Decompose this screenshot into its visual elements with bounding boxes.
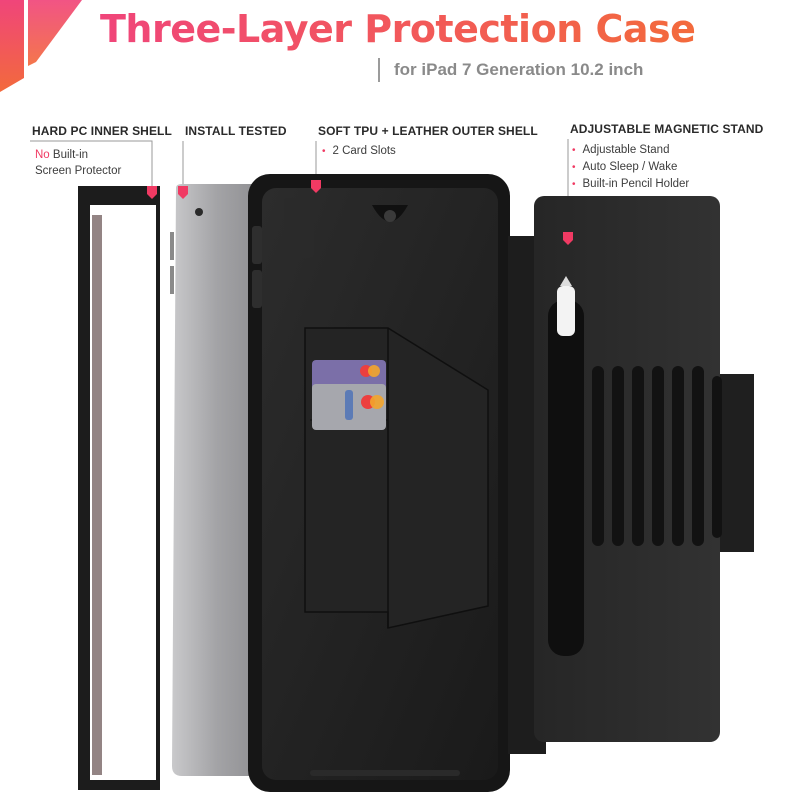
- inner-shell-desc-highlight: No: [35, 149, 50, 161]
- ipad-device: [170, 184, 262, 776]
- inner-shell-frame: [78, 186, 160, 790]
- stand-label: ADJUSTABLE MAGNETIC STAND: [570, 122, 764, 136]
- stand-item: Auto Sleep / Wake: [572, 159, 689, 176]
- page-subtitle: for iPad 7 Generation 10.2 inch: [394, 60, 644, 79]
- stand-items: Adjustable Stand Auto Sleep / Wake Built…: [572, 142, 690, 193]
- outer-case-back: [248, 174, 510, 792]
- stand-item: Built-in Pencil Holder: [572, 176, 690, 193]
- outer-shell-item: 2 Card Slots: [322, 143, 396, 160]
- inner-shell-desc: No Built-in Screen Protector: [35, 147, 121, 179]
- magnetic-stand-cover: [508, 196, 754, 754]
- pin-marker-icon: [147, 186, 157, 199]
- outer-shell-label: SOFT TPU + LEATHER OUTER SHELL: [318, 124, 538, 138]
- pin-marker-icon: [563, 232, 573, 245]
- install-label: INSTALL TESTED: [185, 124, 287, 138]
- pin-marker-icon: [311, 180, 321, 193]
- stand-slots: [592, 366, 722, 546]
- inner-shell-leader: [30, 140, 153, 186]
- title-text: Three-Layer Protection Case: [100, 7, 695, 51]
- inner-shell-label: HARD PC INNER SHELL: [32, 124, 172, 138]
- stand-item: Adjustable Stand: [572, 142, 689, 159]
- title-gradient-text: Three-Layer Protection Case: [100, 7, 696, 51]
- page-title: Three-Layer Protection Case: [100, 4, 740, 63]
- subtitle-divider: [378, 58, 380, 82]
- corner-ribbon-icon: [0, 0, 82, 92]
- pin-marker-icon: [178, 186, 188, 199]
- inner-shell-desc-line1: Built-in: [49, 149, 89, 161]
- outer-shell-items: 2 Card Slots: [322, 143, 396, 160]
- pin-markers: [147, 180, 573, 245]
- inner-shell-desc-line2: Screen Protector: [35, 165, 122, 177]
